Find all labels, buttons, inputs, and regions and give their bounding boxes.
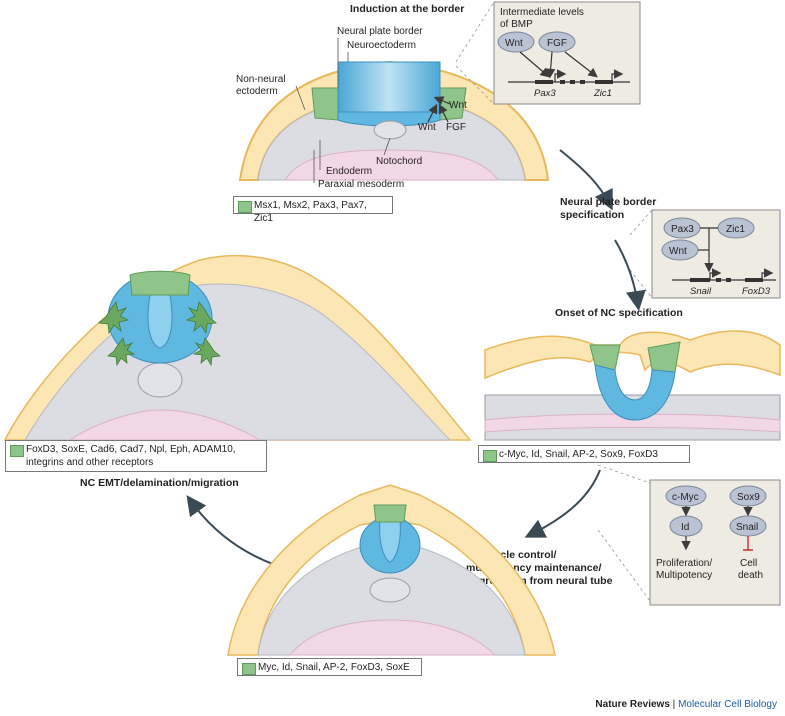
legend-top-text: Msx1, Msx2, Pax3, Pax7, Zic1 xyxy=(254,200,367,224)
induction-embryo xyxy=(238,60,550,181)
box1-node-fgf: FGF xyxy=(547,38,567,49)
box1-gene-pax3: Pax3 xyxy=(534,88,556,99)
legend-bottom: Myc, Id, Snail, AP-2, FoxD3, SoxE xyxy=(237,658,422,676)
box3-out-death-1: Cell xyxy=(740,558,757,569)
footer-journal: Nature Reviews xyxy=(595,699,670,710)
box2-node-zic1: Zic1 xyxy=(726,224,745,235)
box-cell-cycle: c-Myc Sox9 Id Snail Proliferation/ Multi… xyxy=(649,479,781,606)
label-wnt-2: Wnt xyxy=(418,122,436,133)
box2-gene-snail: Snail xyxy=(690,286,712,297)
label-neuroectoderm: Neuroectoderm xyxy=(347,40,416,51)
label-wnt-1: Wnt xyxy=(449,100,467,111)
legend-bottom-text: Myc, Id, Snail, AP-2, FoxD3, SoxE xyxy=(258,662,410,673)
footer-section: Molecular Cell Biology xyxy=(678,699,777,710)
label-neural-plate-border: Neural plate border xyxy=(337,26,423,37)
box3-node-sox9: Sox9 xyxy=(737,492,760,503)
box1-title-1: Intermediate levels xyxy=(500,7,584,18)
box2-node-wnt: Wnt xyxy=(669,246,687,257)
box3-out-death-2: death xyxy=(738,570,763,581)
box-bmp-induction: Intermediate levels of BMP Wnt FGF Pax3 … xyxy=(493,1,641,105)
box3-node-snail: Snail xyxy=(736,522,758,533)
legend-right: c-Myc, Id, Snail, AP-2, Sox9, FoxD3 xyxy=(478,445,690,463)
legend-left: FoxD3, SoxE, Cad6, Cad7, Npl, Eph, ADAM1… xyxy=(5,440,267,472)
emt-embryo xyxy=(3,254,472,441)
legend-left-text-2: integrins and other receptors xyxy=(26,457,154,468)
legend-left-swatch xyxy=(10,445,24,457)
label-endoderm: Endoderm xyxy=(326,166,372,177)
box1-gene-zic1: Zic1 xyxy=(593,88,612,99)
box3-out-prolif-2: Multipotency xyxy=(656,570,712,581)
box2-node-pax3: Pax3 xyxy=(671,224,694,235)
box2-gene-foxd3: FoxD3 xyxy=(742,286,771,297)
node-fgf-icon xyxy=(538,31,576,53)
box3-out-prolif-1: Proliferation/ xyxy=(656,558,712,569)
label-paraxial-mesoderm: Paraxial mesoderm xyxy=(318,179,404,190)
legend-top: Msx1, Msx2, Pax3, Pax7, Zic1 xyxy=(233,196,393,224)
legend-bottom-swatch xyxy=(242,663,256,675)
label-fgf: FGF xyxy=(446,122,466,133)
legend-left-text-1: FoxD3, SoxE, Cad6, Cad7, Npl, Eph, ADAM1… xyxy=(26,444,236,455)
onset-embryo xyxy=(484,330,781,441)
heading-emt: NC EMT/delamination/migration xyxy=(80,477,239,489)
box1-node-wnt: Wnt xyxy=(505,38,523,49)
legend-right-text: c-Myc, Id, Snail, AP-2, Sox9, FoxD3 xyxy=(499,449,658,460)
legend-right-swatch xyxy=(483,450,497,462)
legend-top-swatch xyxy=(238,201,252,213)
box3-node-cmyc: c-Myc xyxy=(672,492,699,503)
heading-induction: Induction at the border xyxy=(350,3,464,15)
box1-title-2: of BMP xyxy=(500,19,533,30)
label-non-neural-2: ectoderm xyxy=(236,86,278,97)
heading-onset: Onset of NC specification xyxy=(555,307,683,319)
heading-npb-spec-2: specification xyxy=(560,209,624,221)
box-npb-specification: Pax3 Zic1 Wnt Snail FoxD3 xyxy=(651,209,781,299)
footer-separator: | xyxy=(669,699,679,710)
footer-credit: Nature Reviews | Molecular Cell Biology xyxy=(595,699,777,710)
dashed-connectors xyxy=(455,1,653,602)
label-notochord: Notochord xyxy=(376,156,422,167)
box3-node-id: Id xyxy=(681,522,689,533)
label-leader-lines xyxy=(295,38,391,183)
signal-arrows xyxy=(427,96,451,123)
heading-npb-spec-1: Neural plate border xyxy=(560,196,656,208)
label-non-neural-1: Non-neural xyxy=(236,74,285,85)
node-wnt-icon xyxy=(497,31,535,53)
segregation-embryo xyxy=(227,484,556,656)
